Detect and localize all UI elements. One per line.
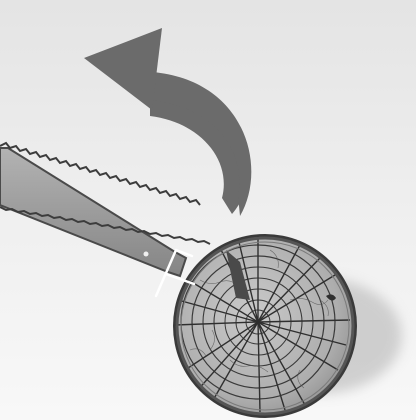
log-end-icon [173,234,357,418]
chainsaw-bar-icon [0,141,211,278]
curved-arrow-icon [84,28,252,216]
cut-depth-marker-icon [154,248,196,298]
